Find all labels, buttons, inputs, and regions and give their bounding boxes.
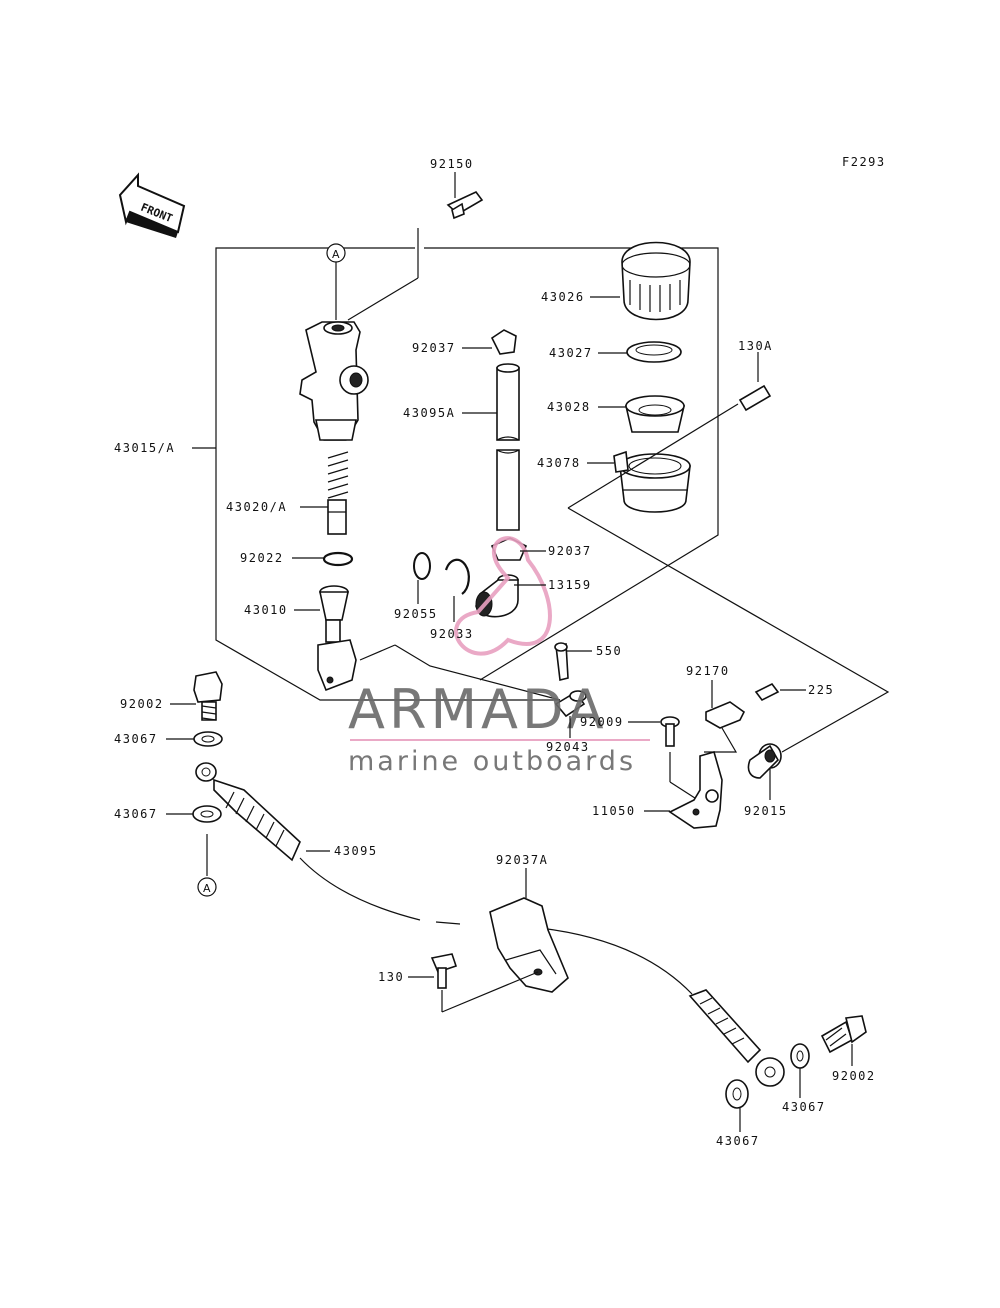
callout-43067-a: 43067 xyxy=(114,732,158,746)
callout-92055: 92055 xyxy=(394,607,438,621)
svg-text:A: A xyxy=(332,248,340,261)
banjo-bolt-92002-right xyxy=(820,1015,867,1054)
bolt-130 xyxy=(430,953,539,1013)
bolt-130a xyxy=(567,352,890,753)
ref-marker-a-bottom: A xyxy=(197,877,217,897)
callouts: 92150 43026 92037 43027 130A 43095A 4302… xyxy=(114,157,876,1148)
callout-92002-left: 92002 xyxy=(120,697,164,711)
callout-92037-top: 92037 xyxy=(412,341,456,355)
hose-guide-92037a xyxy=(489,897,569,993)
callout-92033: 92033 xyxy=(430,627,474,641)
callout-225: 225 xyxy=(808,683,834,697)
diaphragm-43028 xyxy=(624,395,686,433)
washer-43067-d xyxy=(725,1079,749,1109)
callout-92170: 92170 xyxy=(686,664,730,678)
bracket-11050 xyxy=(668,751,723,829)
hose-fitting-13159 xyxy=(475,574,519,618)
callout-130: 130 xyxy=(378,970,404,984)
cotter-pin-550 xyxy=(554,642,569,681)
banjo-bolt-92002-left xyxy=(193,671,223,721)
o-ring-92055 xyxy=(413,552,431,580)
callout-92009: 92009 xyxy=(580,715,624,729)
callout-43095a: 43095A xyxy=(403,406,455,420)
assembly-bracket xyxy=(192,247,719,701)
banjo-bolt-92150 xyxy=(347,172,484,321)
callout-43067-d: 43067 xyxy=(716,1134,760,1148)
callout-43067-b: 43067 xyxy=(114,807,158,821)
callout-43026: 43026 xyxy=(541,290,585,304)
brake-hose-lower-end xyxy=(688,989,785,1087)
callout-92043: 92043 xyxy=(546,740,590,754)
reservoir-hose-43095a xyxy=(490,329,520,531)
washer-43067-c xyxy=(790,1043,810,1069)
callout-43067-c: 43067 xyxy=(782,1100,826,1114)
callout-43015a: 43015/A xyxy=(114,441,175,455)
callout-92037-mid: 92037 xyxy=(548,544,592,558)
callout-43095: 43095 xyxy=(334,844,378,858)
callout-92022: 92022 xyxy=(240,551,284,565)
screw-92009 xyxy=(660,716,699,801)
svg-text:A: A xyxy=(203,882,211,895)
callout-43010: 43010 xyxy=(244,603,288,617)
callout-43020a: 43020/A xyxy=(226,500,287,514)
circlip-92022 xyxy=(322,551,354,567)
callout-92002-right: 92002 xyxy=(832,1069,876,1083)
callout-13159: 13159 xyxy=(548,578,592,592)
diaphragm-plate-43027 xyxy=(626,341,682,363)
armada-watermark: ARMADA marine outboards xyxy=(348,536,650,777)
collar-92015 xyxy=(747,743,782,779)
callout-130a: 130A xyxy=(738,339,773,353)
push-rod-43010 xyxy=(317,585,357,692)
master-cylinder-body xyxy=(299,321,369,441)
front-arrow-icon: FRONT xyxy=(118,172,186,238)
spring-43020 xyxy=(327,451,349,535)
callout-550: 550 xyxy=(596,644,622,658)
reservoir-cap-43026 xyxy=(621,241,691,321)
bracket-92170 xyxy=(704,680,806,753)
callout-43027: 43027 xyxy=(549,346,593,360)
callout-92015: 92015 xyxy=(744,804,788,818)
ref-marker-a-top: A xyxy=(326,243,346,320)
callout-43028: 43028 xyxy=(547,400,591,414)
leader-lines xyxy=(166,296,853,1132)
watermark-name: ARMADA xyxy=(348,678,608,741)
watermark-tagline: marine outboards xyxy=(348,746,636,777)
callout-92037a: 92037A xyxy=(496,853,548,867)
reservoir-43078 xyxy=(613,450,691,513)
circlip-92033 xyxy=(444,558,470,595)
brake-hose-43095 xyxy=(195,762,693,995)
callout-11050: 11050 xyxy=(592,804,636,818)
callout-92150: 92150 xyxy=(430,157,474,171)
figure-code: F2293 xyxy=(842,155,886,169)
washer-43067-a xyxy=(193,731,223,747)
propeller-logo-icon xyxy=(454,536,552,656)
pin-92043 xyxy=(554,690,587,718)
washer-43067-b xyxy=(192,805,222,876)
callout-43078: 43078 xyxy=(537,456,581,470)
